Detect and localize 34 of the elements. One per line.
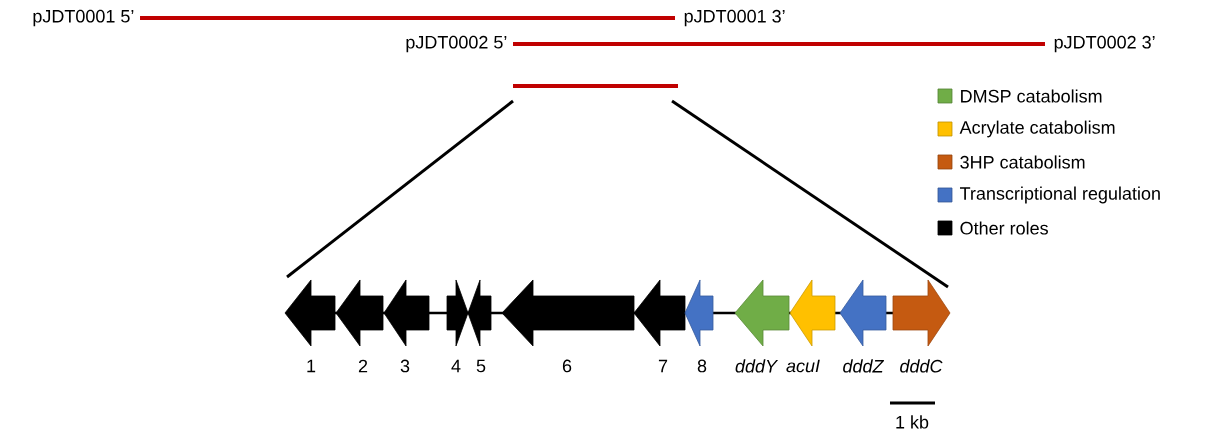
gene-label: 1: [307, 359, 316, 373]
legend-label: Acrylate catabolism: [959, 120, 1115, 138]
end-label: pJDT0001 5’: [33, 9, 134, 27]
gene-symbol: [467, 279, 492, 347]
gene-symbol: [501, 279, 635, 347]
gene-label: 8: [697, 359, 707, 373]
gene-label: 7: [658, 359, 668, 373]
gene-symbol: [383, 279, 430, 347]
gene-label: 2: [358, 359, 368, 373]
gene-label: dddY: [735, 359, 779, 373]
gene-symbol: [446, 279, 469, 347]
gene-symbol: [839, 279, 887, 347]
end-label: pJDT0001 3’: [684, 9, 785, 27]
gene-label: dddZ: [843, 359, 884, 373]
gene-label: acuI: [786, 359, 820, 373]
gene-symbol: [284, 279, 336, 347]
scale-label: 1 kb: [896, 415, 929, 429]
gene-symbol: [789, 279, 836, 347]
gene-label: dddC: [900, 359, 943, 373]
legend-label: DMSP catabolism: [961, 89, 1102, 103]
gene-symbol: [892, 279, 951, 347]
gene-label: 5: [476, 359, 486, 373]
end-label: pJDT0002 5’: [406, 35, 507, 53]
gene-symbol: [734, 279, 790, 347]
gene-label: 3: [400, 359, 410, 373]
legend-label: 3HP catabolism: [960, 155, 1085, 169]
end-label: pJDT0002 3’: [1054, 35, 1155, 53]
gene-symbol: [633, 279, 686, 347]
legend-label: Transcriptional regulation: [960, 186, 1160, 204]
gene-symbol: [335, 279, 384, 347]
gene-label: 4: [451, 359, 461, 373]
legend-label: Other roles: [960, 221, 1048, 235]
gene-label: 6: [562, 359, 572, 373]
gene-symbol: [684, 279, 714, 347]
